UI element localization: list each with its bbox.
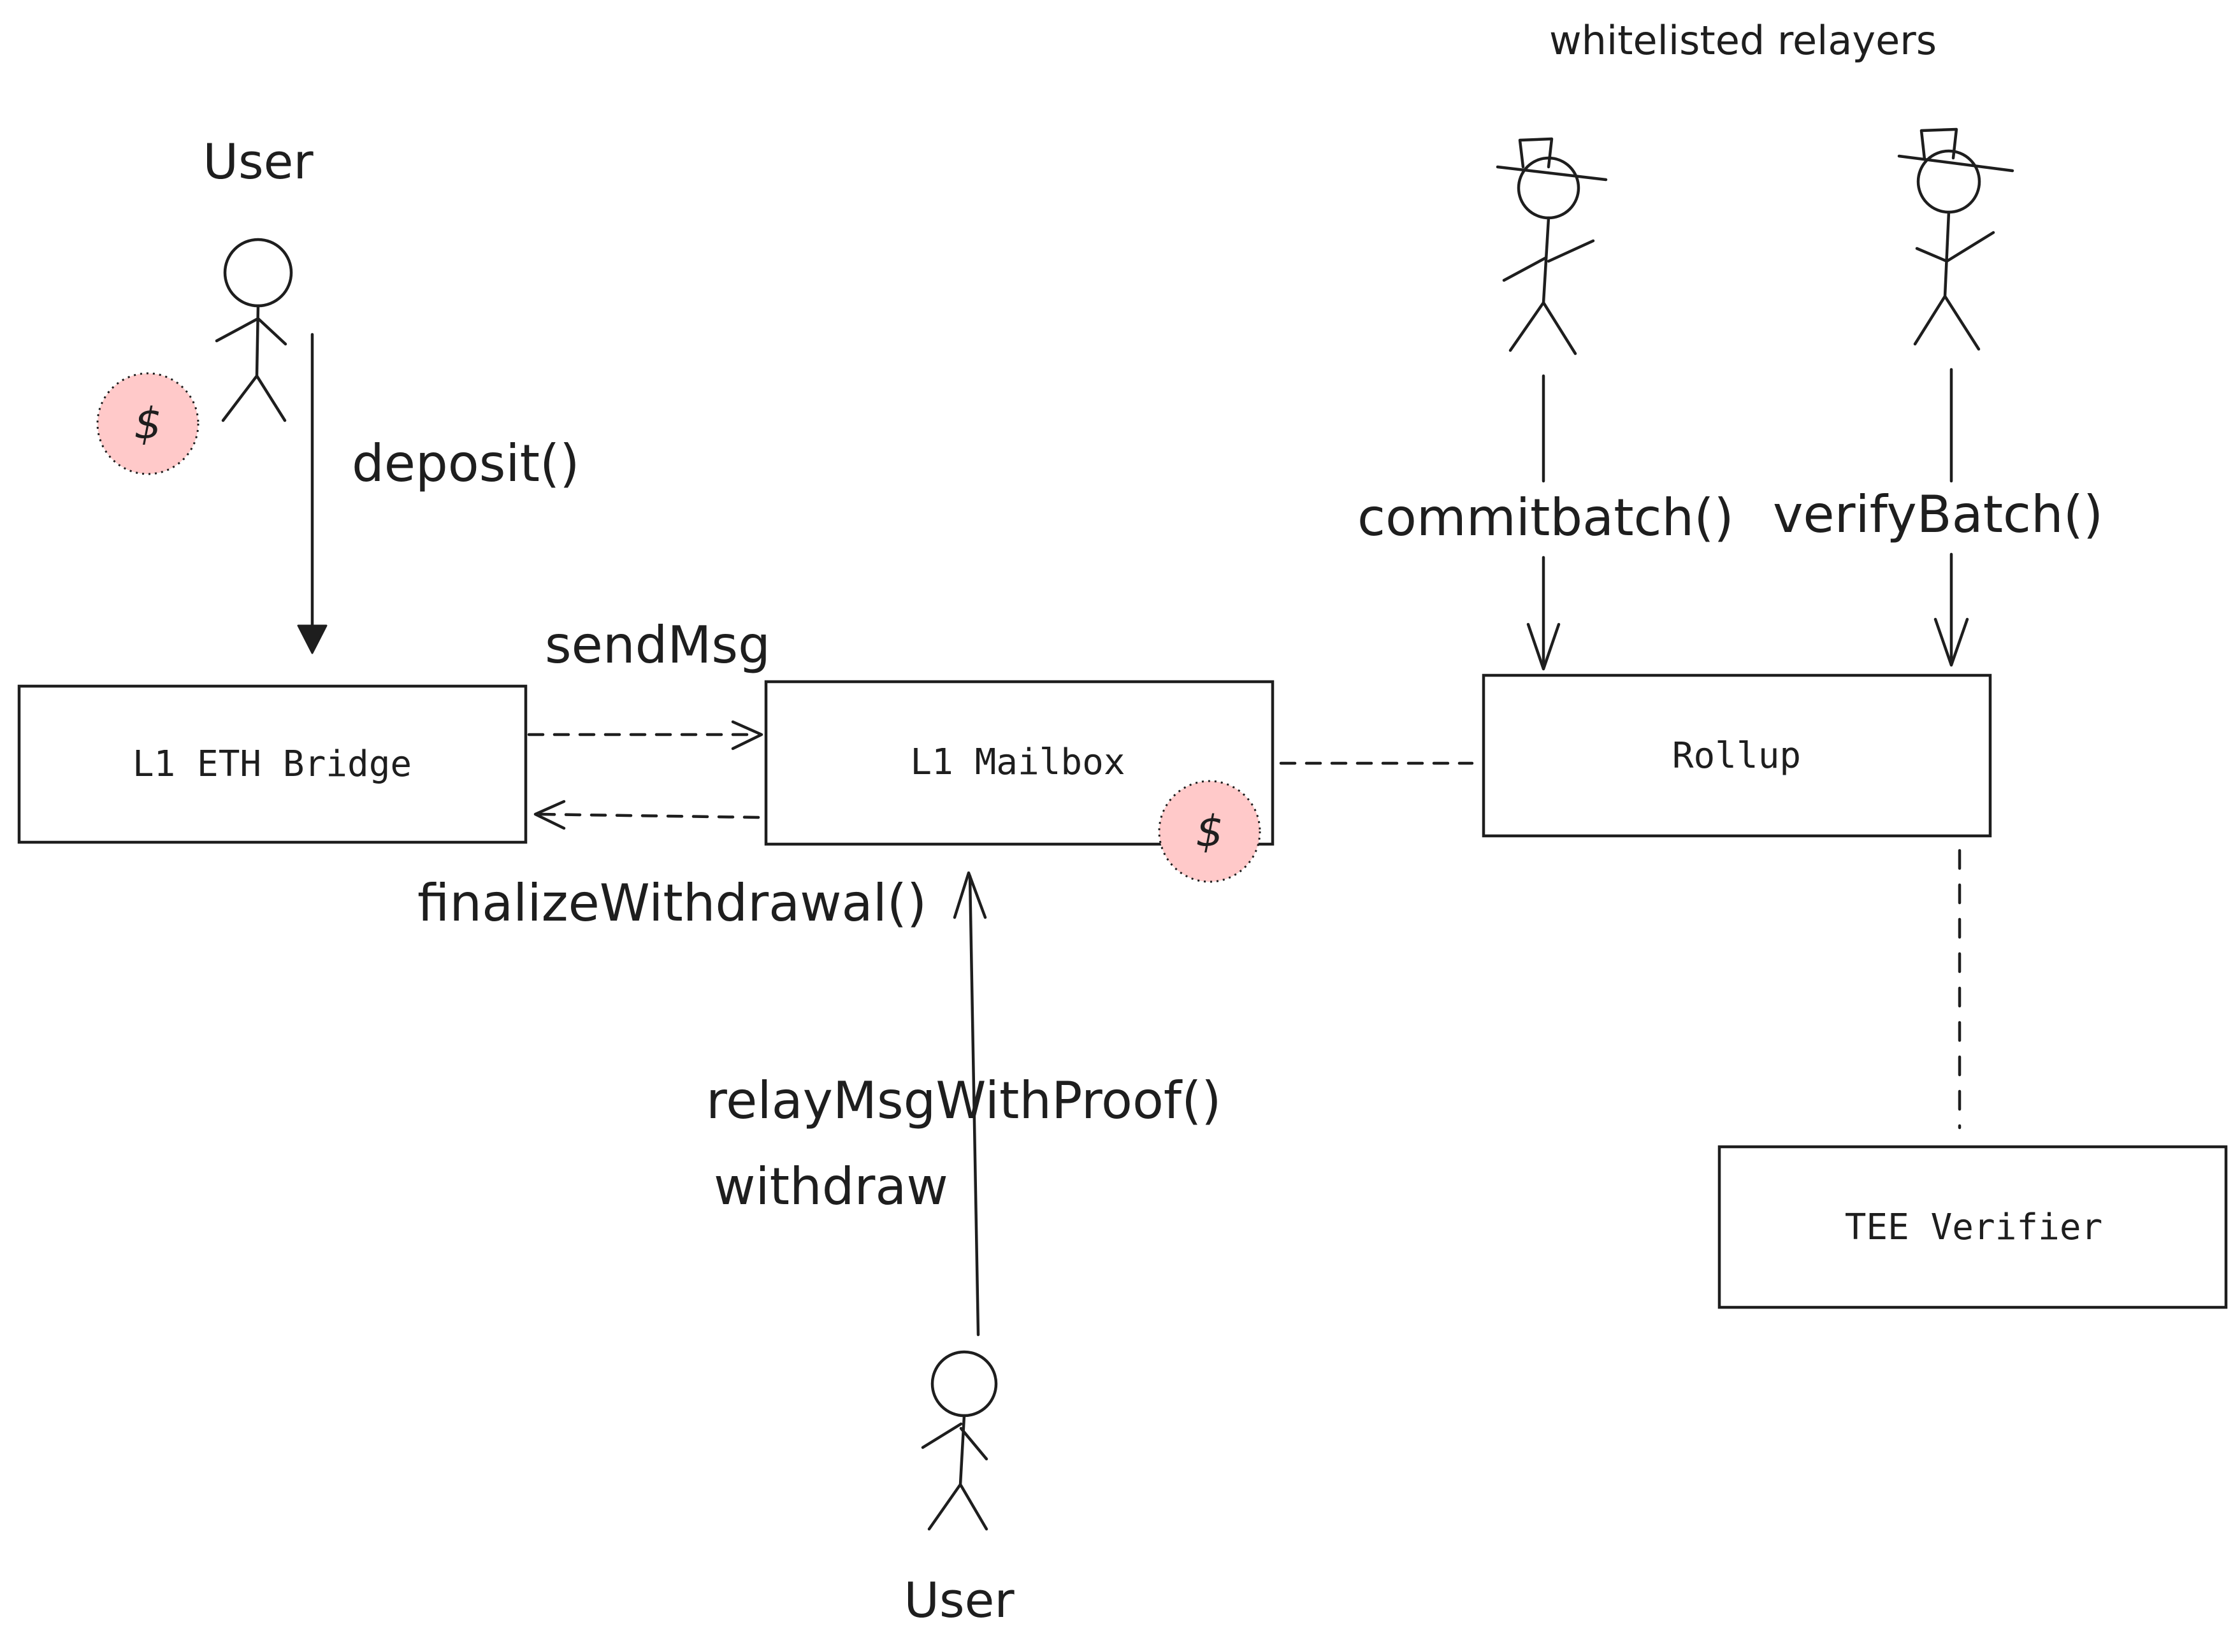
- deposit-label: deposit(): [352, 434, 579, 493]
- l1-eth-bridge-label: L1 ETH Bridge: [133, 743, 412, 785]
- withdraw-label: withdraw: [714, 1157, 948, 1216]
- send-msg-arrow: [527, 720, 763, 751]
- mailbox-coin-symbol: $: [1196, 807, 1223, 857]
- l1-mailbox-box: L1 Mailbox: [764, 680, 1275, 846]
- user-coin-symbol: $: [134, 399, 161, 449]
- verify-batch-label: verifyBatch(): [1773, 485, 2103, 544]
- rollup-box: Rollup: [1482, 673, 1992, 838]
- send-msg-label: sendMsg: [545, 615, 770, 675]
- finalize-withdrawal-label: finalizeWithdrawal(): [417, 873, 927, 933]
- user-actor-top: [215, 238, 293, 422]
- whitelisted-relayers-label: whitelisted relayers: [1549, 17, 1937, 64]
- user-actor-bottom: [921, 1350, 998, 1531]
- l1-mailbox-label: L1 Mailbox: [910, 742, 1125, 783]
- commit-batch-arrow: [1526, 374, 1561, 671]
- user-coin: $: [96, 372, 199, 475]
- deposit-arrow: [297, 333, 328, 654]
- tee-verifier-label: TEE Verifier: [1845, 1207, 2103, 1248]
- user-bottom-label: User: [904, 1572, 1015, 1628]
- relay-msg-with-proof-arrow: [953, 871, 987, 1337]
- l1-eth-bridge-box: L1 ETH Bridge: [17, 684, 528, 844]
- rollup-label: Rollup: [1672, 735, 1801, 777]
- relayer-actor-2: [1897, 127, 2014, 351]
- user-top-label: User: [203, 133, 314, 190]
- mailbox-coin: $: [1158, 780, 1261, 883]
- commit-batch-label: commitbatch(): [1357, 488, 1734, 547]
- relay-msg-with-proof-label: relayMsgWithProof(): [706, 1071, 1222, 1130]
- finalize-withdrawal-arrow: [533, 800, 760, 830]
- relayer-actor-1: [1496, 137, 1608, 356]
- verify-batch-arrow: [1933, 368, 1969, 667]
- tee-verifier-box: TEE Verifier: [1717, 1145, 2228, 1309]
